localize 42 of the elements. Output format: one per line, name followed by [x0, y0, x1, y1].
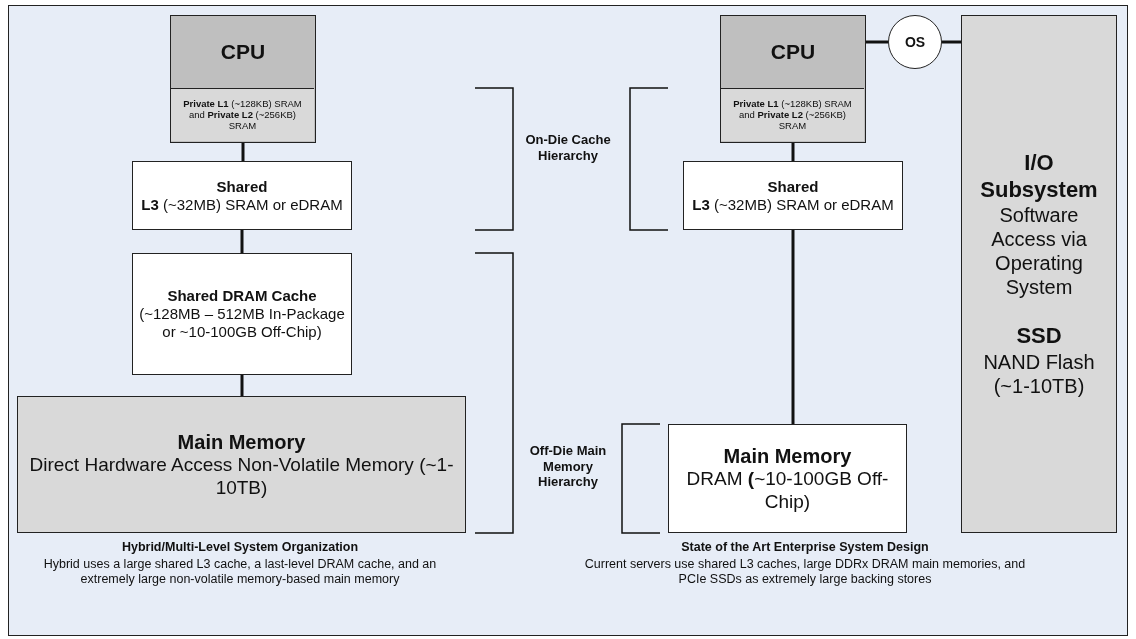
private-cache-section	[171, 87, 314, 141]
node-text: (~128MB – 512MB In-Package or ~10-100GB Off-Chip)	[138, 305, 346, 341]
connector-line	[240, 230, 244, 253]
node-text: L3 (~32MB) SRAM or eDRAM	[691, 195, 895, 214]
heading: OS	[903, 33, 927, 51]
l3-cache-box	[683, 161, 903, 230]
hierarchy-label: On-Die Cache Hierarchy	[525, 132, 611, 164]
hierarchy-label: Off-Die Main Memory Hierarchy	[528, 443, 608, 490]
node-text: DRAM (~10-100GB Off-Chip)	[685, 467, 890, 514]
connector-line	[241, 143, 245, 161]
caption-text: Current servers use shared L3 caches, large DDRx DRAM main memories, and PCIe SSDs as extremely large backing stores	[583, 557, 1027, 587]
connector-line	[240, 375, 244, 396]
heading: Shared	[215, 177, 269, 196]
main-memory-box	[668, 424, 907, 533]
connector-line	[866, 40, 888, 44]
heading: I/O Subsystem	[979, 150, 1099, 204]
connector-line	[791, 230, 795, 424]
l3-cache-box	[132, 161, 352, 230]
heading: Shared	[766, 177, 820, 196]
caption-heading: State of the Art Enterprise System Design	[680, 540, 930, 555]
heading: SSD	[1015, 323, 1063, 350]
caption-text: Hybrid uses a large shared L3 cache, a last-level DRAM cache, and an extremely large non-volatile memory-based main memory	[42, 557, 438, 587]
connector-line	[942, 40, 961, 44]
connector-line	[791, 143, 795, 161]
node-text: Direct Hardware Access Non-Volatile Memory (~1-10TB)	[28, 453, 455, 500]
heading: Main Memory	[176, 429, 307, 454]
heading: Shared DRAM Cache	[166, 287, 318, 305]
cpu-box	[170, 15, 316, 143]
node-text: L3 (~32MB) SRAM or eDRAM	[140, 195, 344, 214]
io-subsystem-box	[961, 15, 1117, 533]
node-text: Private L1 (~128KB) SRAM and Private L2 (~256KB) SRAM	[182, 97, 303, 132]
node-text: Software Access via Operating System	[990, 203, 1088, 300]
private-cache-section	[721, 87, 864, 141]
node-text: NAND Flash (~1-10TB)	[982, 349, 1096, 398]
heading: CPU	[769, 38, 817, 65]
main-memory-box	[17, 396, 466, 533]
heading: CPU	[219, 38, 267, 65]
heading: Main Memory	[722, 443, 853, 468]
caption-heading: Hybrid/Multi-Level System Organization	[120, 540, 360, 555]
node-text: Private L1 (~128KB) SRAM and Private L2 (~256KB) SRAM	[732, 97, 853, 132]
dram-cache-box	[132, 253, 352, 375]
cpu-box	[720, 15, 866, 143]
